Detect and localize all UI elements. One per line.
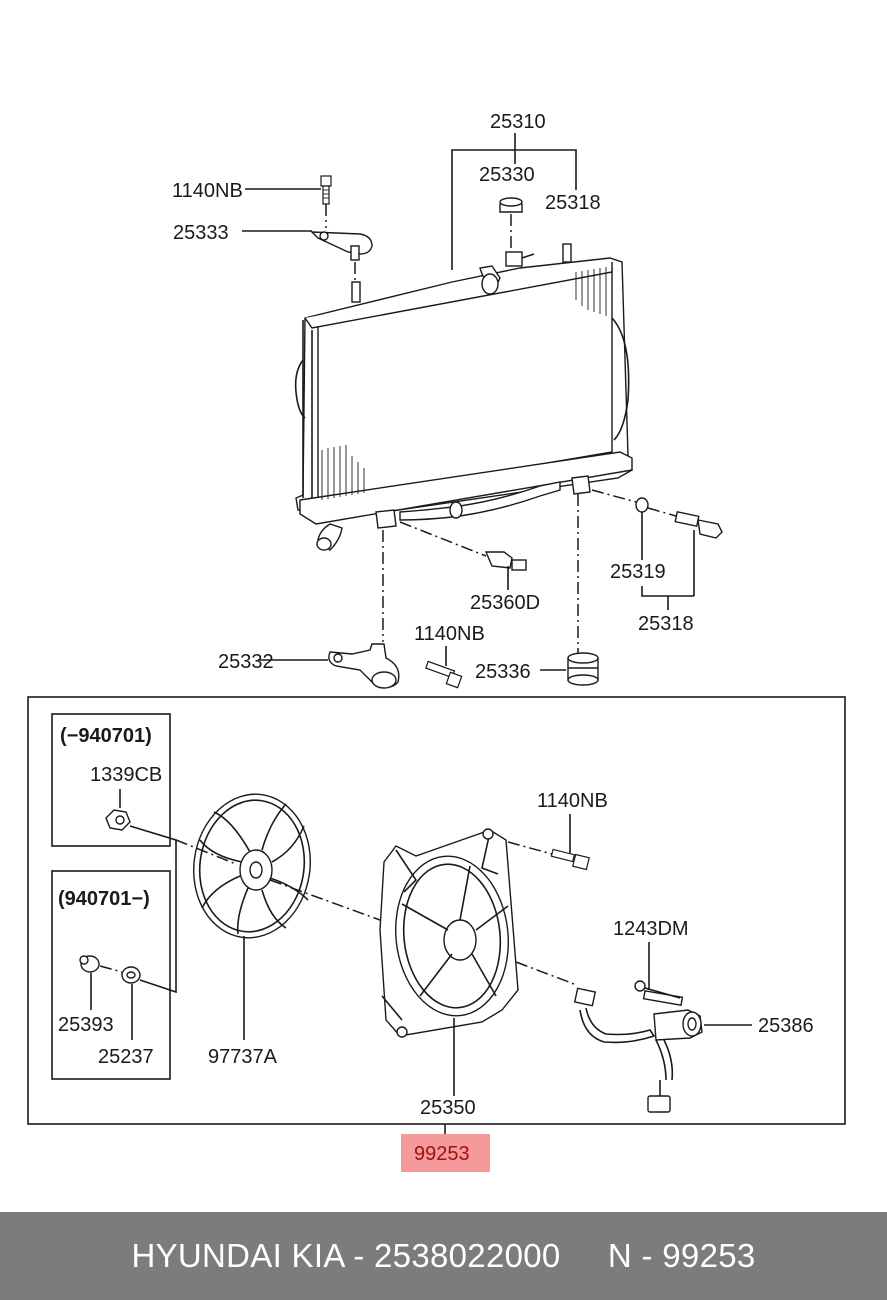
label-25319: 25319 xyxy=(610,561,666,583)
label-25333: 25333 xyxy=(173,222,229,244)
upper-bracket-25333 xyxy=(310,231,373,261)
plug-25319 xyxy=(635,497,649,513)
label-25393: 25393 xyxy=(58,1014,114,1036)
label-1339CB: 1339CB xyxy=(90,764,162,786)
radiator-fins-left xyxy=(321,445,365,500)
fan-blade-97737A xyxy=(192,793,312,939)
highlight-99253-box xyxy=(401,1134,490,1172)
inset-box-late xyxy=(51,870,171,1080)
bolt-1140NB-mid xyxy=(425,660,463,689)
inset-box-early xyxy=(51,713,171,847)
inset-late-title: (940701−) xyxy=(58,888,150,910)
screw-1243DM xyxy=(634,980,681,999)
label-25336: 25336 xyxy=(475,661,531,683)
fan-shroud-25350 xyxy=(379,828,519,1038)
upper-leader-lines xyxy=(242,133,695,671)
inset-early-title: (−940701) xyxy=(60,725,152,747)
label-25360D: 25360D xyxy=(470,592,540,614)
connector-harness xyxy=(573,987,674,1113)
label-97737A: 97737A xyxy=(208,1046,278,1068)
label-25318-top: 25318 xyxy=(545,192,601,214)
radiator-drawing xyxy=(294,243,633,551)
bolt-1140NB-top xyxy=(320,175,332,205)
label-25310: 25310 xyxy=(490,111,546,133)
parts-diagram: 25310 25330 25318 1140NB 25333 25319 253… xyxy=(27,111,846,1172)
sensor-25360D xyxy=(484,551,527,571)
highlight-99253-label: 99253 xyxy=(414,1143,470,1165)
label-25318-bottom: 25318 xyxy=(638,613,694,635)
footer-bar: HYUNDAI KIA - 2538022000 N - 99253 xyxy=(0,1212,887,1300)
label-1243DM: 1243DM xyxy=(613,918,689,940)
label-1140NB-top: 1140NB xyxy=(172,180,243,202)
label-25350: 25350 xyxy=(420,1097,476,1119)
radiator-fins-right xyxy=(575,267,607,316)
label-1140NB-fan: 1140NB xyxy=(537,790,608,812)
fan-assembly-frame xyxy=(27,696,846,1125)
radiator-cap-25330 xyxy=(499,197,523,213)
label-25237: 25237 xyxy=(98,1046,154,1068)
label-25386: 25386 xyxy=(758,1015,814,1037)
label-25330: 25330 xyxy=(479,164,535,186)
mount-insulator-25336 xyxy=(567,652,599,686)
bolt-1140NB-fan xyxy=(550,848,590,871)
label-25332: 25332 xyxy=(218,651,274,673)
footer-part-number: HYUNDAI KIA - 2538022000 N - 99253 xyxy=(131,1237,756,1274)
clip-25393 xyxy=(79,955,100,973)
motor-25386 xyxy=(642,989,703,1041)
drain-plug-25318 xyxy=(674,510,723,539)
lower-bracket-25332 xyxy=(328,643,400,689)
washer-25237 xyxy=(121,966,141,984)
label-1140NB-mid: 1140NB xyxy=(414,623,485,645)
nut-1339CB xyxy=(105,809,131,831)
